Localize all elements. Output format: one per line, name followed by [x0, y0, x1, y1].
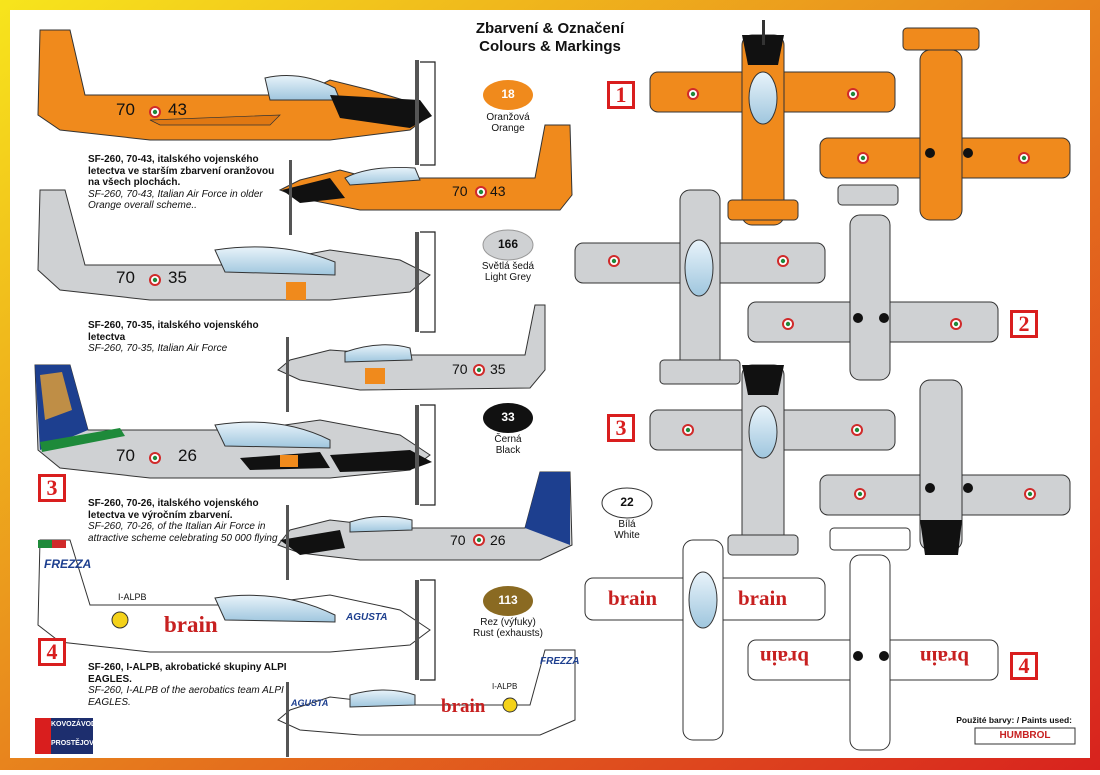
s3-plan-top: [649, 364, 896, 556]
humbrol-text: HUMBROL: [999, 730, 1051, 741]
s4b-agusta: AGUSTA: [291, 698, 329, 708]
scheme-badge-3: 3: [38, 474, 66, 502]
plan-brain-inv-left: brain: [760, 646, 810, 671]
maker-logo: [35, 718, 93, 754]
s1-plan-bottom: [819, 27, 1071, 221]
scheme-2-desc: SF-260, 70-35, italského vojenského lete…: [88, 320, 288, 355]
s2-side-top: [37, 189, 431, 332]
paint-name-en-33: Black: [495, 445, 521, 456]
paint-code-33: 33: [501, 410, 515, 424]
s4b-frezza: FREZZA: [540, 656, 580, 667]
scheme-3-cz: SF-260, 70-26, italského vojenského lete…: [88, 498, 259, 521]
paint-code-166: 166: [497, 237, 519, 251]
paint-chip-113: [483, 586, 533, 616]
humbrol-logo: [974, 727, 1076, 745]
s1b-code-a: 70: [452, 183, 468, 199]
s2-plan-top: [574, 189, 826, 385]
plan-brain-right: brain: [738, 586, 788, 610]
scheme-badge-4: 4: [38, 638, 66, 666]
scheme-badge-4-plan: 4: [1010, 652, 1038, 680]
paint-chip-33: [483, 403, 533, 433]
scheme-1-en: SF-260, 70-43, Italian Air Force in olde…: [88, 188, 263, 212]
s2b-code-b: 35: [490, 361, 506, 377]
s4-plan-bottom: [747, 527, 999, 751]
s4-reg: I-ALPB: [118, 592, 147, 602]
paint-name-cz-18: Oranžová: [486, 112, 530, 123]
paint-chips: [482, 80, 653, 616]
paint-code-113: 113: [498, 593, 518, 607]
paint-name-en-166: Light Grey: [484, 272, 532, 283]
paint-name-cz-22: Bílá: [618, 519, 636, 530]
plan-brain-left: brain: [608, 586, 658, 610]
s1-side-bottom: [278, 124, 573, 235]
s1-side-top: [37, 29, 432, 165]
paints-used-label: Použité barvy: / Paints used:: [956, 715, 1072, 725]
s4-side-bottom: [277, 649, 576, 757]
paint-name-cz-33: Černá: [494, 434, 522, 445]
s2-plan-bottom: [747, 184, 999, 381]
s3-code-a: 70: [116, 446, 135, 465]
s3-side-top: [34, 364, 432, 505]
paint-name-cz-113: Rez (výfuky): [480, 617, 536, 628]
title-en: Colours & Markings: [479, 38, 621, 55]
s4-brain: brain: [164, 612, 218, 637]
s3-code-b: 26: [178, 446, 197, 465]
paint-name-en-113: Rust (exhausts): [472, 628, 544, 639]
brackets: [420, 61, 436, 681]
s1-code-a: 70: [116, 100, 135, 119]
scheme-badge-1: 1: [607, 81, 635, 109]
maker-name-2: PROSTĚJOV: [51, 740, 94, 747]
s4b-brain: brain: [441, 696, 486, 717]
paint-name-en-22: White: [614, 530, 640, 541]
s2-side-bottom: [277, 304, 546, 412]
title-cz: Zbarvení & Označení: [475, 20, 625, 37]
scheme-badge-2: 2: [1010, 310, 1038, 338]
scheme-badge-3-plan: 3: [607, 414, 635, 442]
paint-chip-166: [482, 229, 534, 261]
s1b-code-b: 43: [490, 183, 506, 199]
s3-side-bottom: [277, 471, 573, 580]
scheme-2-en: SF-260, 70-35, Italian Air Force: [88, 343, 228, 354]
scheme-1-desc: SF-260, 70-43, italského vojenského lete…: [88, 154, 288, 212]
s3b-code-b: 26: [490, 532, 506, 548]
paint-code-22: 22: [620, 495, 634, 509]
scheme-3-en: SF-260, 70-26, of the Italian Air Force …: [88, 521, 278, 544]
s3-plan-bottom: [819, 379, 1071, 555]
s1-plan-top: [649, 20, 896, 226]
s4-plan-top: [584, 539, 826, 741]
scheme-4-en: SF-260, I-ALPB of the aerobatics team AL…: [88, 685, 284, 708]
s2b-code-a: 70: [452, 361, 468, 377]
paint-code-18: 18: [501, 87, 515, 101]
s4-frezza: FREZZA: [44, 557, 92, 571]
paint-name-en-18: Orange: [491, 123, 525, 134]
s1-code-b: 43: [168, 100, 187, 119]
s4-agusta: AGUSTA: [346, 612, 388, 623]
scheme-1-cz: SF-260, 70-43, italského vojenského lete…: [88, 154, 275, 188]
s4-side-top: [37, 539, 431, 680]
scheme-3-desc: SF-260, 70-26, italského vojenského lete…: [88, 498, 288, 544]
s2-code-b: 35: [168, 268, 187, 287]
paint-name-cz-166: Světlá šedá: [481, 261, 535, 272]
scheme-4-cz: SF-260, I-ALPB, akrobatické skupiny ALPI…: [88, 662, 287, 685]
paint-chip-22: [601, 487, 653, 519]
scheme-4-desc: SF-260, I-ALPB, akrobatické skupiny ALPI…: [88, 662, 288, 708]
scheme-2-cz: SF-260, 70-35, italského vojenského lete…: [88, 320, 259, 343]
maker-name-1: KOVOZÁVODY: [51, 721, 101, 728]
paint-chip-18: [483, 80, 533, 110]
plan-brain-inv-right: brain: [920, 646, 970, 671]
s4b-reg: I-ALPB: [492, 682, 518, 691]
s2-code-a: 70: [116, 268, 135, 287]
s3b-code-a: 70: [450, 532, 466, 548]
